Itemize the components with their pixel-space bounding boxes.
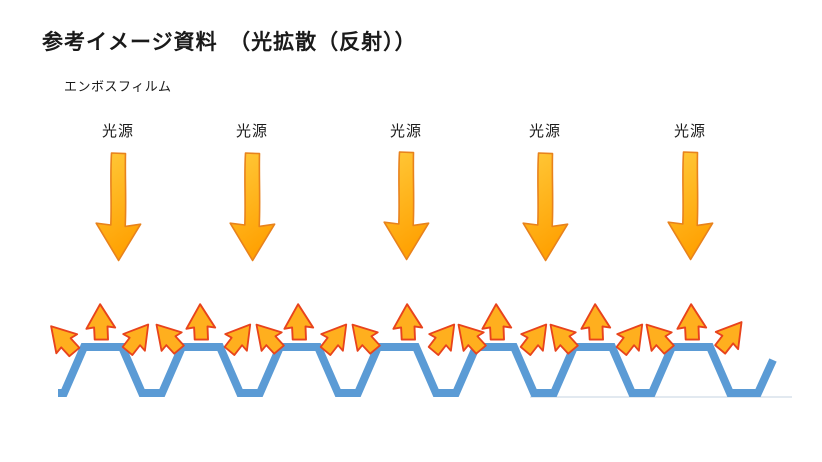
up-left-arrow-icon bbox=[245, 314, 290, 360]
embossed-film-label: エンボスフィルム bbox=[64, 79, 172, 94]
down-arrow-icon bbox=[229, 152, 276, 262]
up-arrow-icon bbox=[185, 303, 217, 341]
light-source-label: 光源 bbox=[673, 123, 707, 140]
up-left-arrow-icon bbox=[539, 314, 584, 360]
light-source-label: 光源 bbox=[101, 123, 135, 140]
light-source-label: 光源 bbox=[528, 123, 562, 140]
up-arrow-icon bbox=[392, 303, 424, 341]
up-arrow-icon bbox=[676, 303, 708, 341]
page-title: 参考イメージ資料 （光拡散（反射）） bbox=[42, 31, 417, 54]
up-arrow-icon bbox=[580, 303, 612, 341]
up-arrow-icon bbox=[283, 303, 315, 341]
down-arrow-icon bbox=[667, 151, 714, 261]
up-arrow-icon bbox=[85, 303, 117, 341]
up-right-arrow-icon bbox=[421, 315, 467, 361]
down-arrow-icon bbox=[383, 151, 430, 261]
down-arrow-icon bbox=[95, 152, 142, 262]
up-right-arrow-icon bbox=[513, 315, 559, 361]
light-source-label: 光源 bbox=[235, 123, 269, 140]
up-arrow-icon bbox=[481, 303, 513, 341]
embossed-film-wave bbox=[58, 343, 777, 397]
light-source-label: 光源 bbox=[389, 123, 423, 140]
down-arrow-icon bbox=[522, 152, 569, 262]
